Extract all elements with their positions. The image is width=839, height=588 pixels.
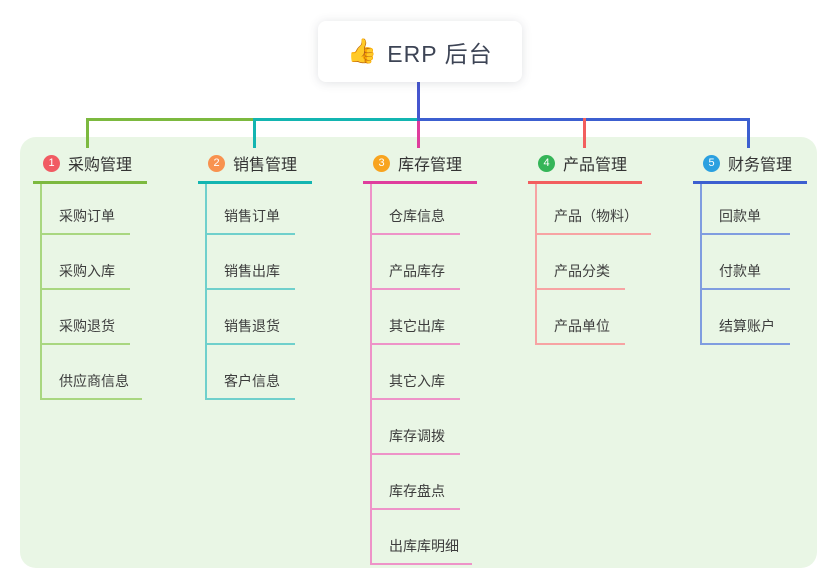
mindmap-item[interactable]: 出库库明细 — [372, 510, 472, 565]
item-label: 产品单位 — [537, 316, 625, 345]
branch-title: 财务管理 — [728, 157, 793, 174]
connector-bus-branch-1 — [86, 118, 256, 121]
mindmap-item[interactable]: 销售退货 — [207, 290, 295, 345]
branch-items-3: 仓库信息 产品库存 其它出库 其它入库 库存调拨 库存盘点 出库库明细 — [370, 184, 472, 565]
branch-head-4[interactable]: 4 产品管理 — [528, 148, 642, 184]
mindmap-item[interactable]: 库存调拨 — [372, 400, 472, 455]
branch-items-2: 销售订单 销售出库 销售退货 客户信息 — [205, 184, 295, 400]
item-label: 客户信息 — [207, 371, 295, 400]
connector-drop-branch-3 — [417, 121, 420, 148]
mindmap-item[interactable]: 结算账户 — [702, 290, 790, 345]
item-label: 供应商信息 — [42, 371, 142, 400]
item-label: 销售出库 — [207, 261, 295, 290]
connector-drop-branch-2 — [253, 118, 256, 148]
item-label: 出库库明细 — [372, 536, 472, 565]
mindmap-item[interactable]: 产品库存 — [372, 235, 472, 290]
branch-title: 销售管理 — [233, 157, 298, 174]
branch-node-5: 5 财务管理 回款单 付款单 结算账户 — [693, 148, 807, 345]
item-label: 库存调拨 — [372, 426, 460, 455]
item-label: 采购入库 — [42, 261, 130, 290]
mindmap-item[interactable]: 销售出库 — [207, 235, 295, 290]
item-label: 仓库信息 — [372, 206, 460, 235]
branch-node-1: 1 采购管理 采购订单 采购入库 采购退货 供应商信息 — [33, 148, 147, 400]
branch-head-5[interactable]: 5 财务管理 — [693, 148, 807, 184]
item-label: 库存盘点 — [372, 481, 460, 510]
branch-head-3[interactable]: 3 库存管理 — [363, 148, 477, 184]
branches-panel — [20, 137, 817, 568]
item-label: 产品库存 — [372, 261, 460, 290]
mindmap-item[interactable]: 采购退货 — [42, 290, 142, 345]
item-label: 销售退货 — [207, 316, 295, 345]
item-label: 采购退货 — [42, 316, 130, 345]
mindmap-item[interactable]: 回款单 — [702, 184, 790, 235]
mindmap-item[interactable]: 其它入库 — [372, 345, 472, 400]
mindmap-item[interactable]: 销售订单 — [207, 184, 295, 235]
mindmap-item[interactable]: 产品（物料） — [537, 184, 651, 235]
branch-items-5: 回款单 付款单 结算账户 — [700, 184, 790, 345]
branch-items-4: 产品（物料） 产品分类 产品单位 — [535, 184, 651, 345]
branch-number-badge: 1 — [43, 154, 60, 172]
mindmap-item[interactable]: 库存盘点 — [372, 455, 472, 510]
connector-bus-branch-2 — [253, 118, 420, 121]
connector-drop-branch-4 — [583, 118, 586, 148]
item-label: 产品分类 — [537, 261, 625, 290]
connector-drop-branch-5 — [747, 118, 750, 148]
branch-node-2: 2 销售管理 销售订单 销售出库 销售退货 客户信息 — [198, 148, 312, 400]
thumbs-up-icon: 👍 — [347, 37, 378, 65]
branch-title: 采购管理 — [68, 157, 133, 174]
branch-title: 产品管理 — [563, 157, 628, 174]
branch-head-1[interactable]: 1 采购管理 — [33, 148, 147, 184]
branch-title: 库存管理 — [398, 157, 463, 174]
mindmap-item[interactable]: 采购订单 — [42, 184, 142, 235]
mindmap-item[interactable]: 供应商信息 — [42, 345, 142, 400]
mindmap-item[interactable]: 客户信息 — [207, 345, 295, 400]
item-label: 其它入库 — [372, 371, 460, 400]
connector-drop-branch-1 — [86, 118, 89, 148]
mindmap-item[interactable]: 产品单位 — [537, 290, 651, 345]
branch-node-4: 4 产品管理 产品（物料） 产品分类 产品单位 — [528, 148, 651, 345]
item-label: 回款单 — [702, 206, 790, 235]
mindmap-item[interactable]: 其它出库 — [372, 290, 472, 345]
branch-head-2[interactable]: 2 销售管理 — [198, 148, 312, 184]
mindmap-item[interactable]: 付款单 — [702, 235, 790, 290]
root-node[interactable]: 👍 ERP 后台 — [318, 21, 522, 82]
mindmap-item[interactable]: 采购入库 — [42, 235, 142, 290]
branch-number-badge: 3 — [373, 154, 390, 172]
item-label: 产品（物料） — [537, 206, 651, 235]
branch-items-1: 采购订单 采购入库 采购退货 供应商信息 — [40, 184, 142, 400]
root-title: ERP 后台 — [387, 40, 493, 67]
item-label: 付款单 — [702, 261, 790, 290]
connector-root-vertical — [417, 82, 420, 120]
item-label: 采购订单 — [42, 206, 130, 235]
item-label: 销售订单 — [207, 206, 295, 235]
mindmap-item[interactable]: 产品分类 — [537, 235, 651, 290]
item-label: 结算账户 — [702, 316, 790, 345]
branch-node-3: 3 库存管理 仓库信息 产品库存 其它出库 其它入库 库存调拨 库存盘点 出库库… — [363, 148, 477, 565]
item-label: 其它出库 — [372, 316, 460, 345]
branch-number-badge: 5 — [703, 154, 720, 172]
mindmap-item[interactable]: 仓库信息 — [372, 184, 472, 235]
branch-number-badge: 2 — [208, 154, 225, 172]
branch-number-badge: 4 — [538, 154, 555, 172]
